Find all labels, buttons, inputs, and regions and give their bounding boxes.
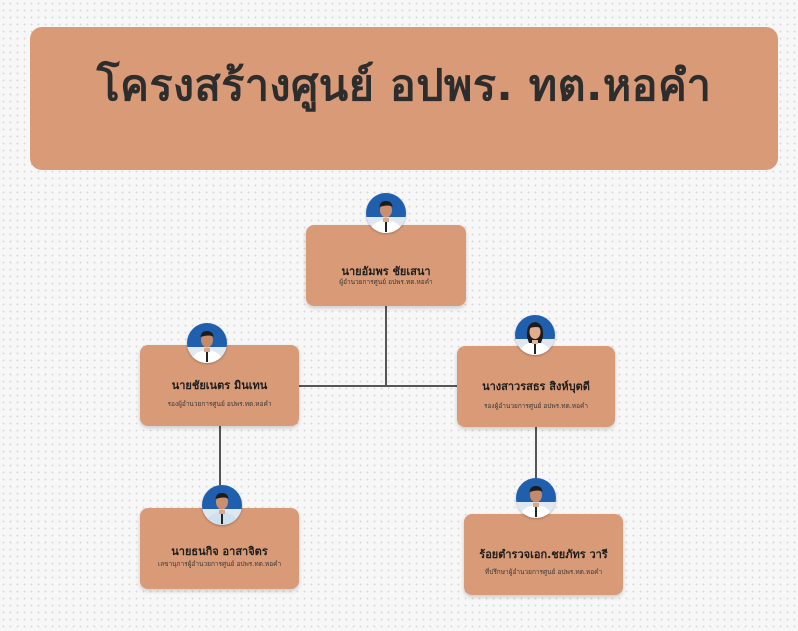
person-name: นายอัมพร ชัยเสนา — [341, 265, 431, 278]
person-photo-icon — [515, 315, 555, 355]
person-role: ที่ปรึกษาผู้อำนวยการศูนย์ อปพร.ทต.หอคำ — [484, 568, 603, 576]
person-name: นางสาวรสธร สิงห์บุตดี — [482, 380, 590, 393]
person-photo-icon — [516, 478, 556, 518]
person-role: ผู้อำนวยการศูนย์ อปพร.ทต.หอคำ — [339, 278, 433, 286]
person-name: ร้อยตำรวจเอก.ชยภัทร วารี — [479, 548, 608, 561]
connector-left-down — [219, 426, 221, 508]
connector-horizontal-bar — [299, 385, 457, 387]
person-photo-icon — [366, 193, 406, 233]
person-name: นายธนกิจ อาสาจิตร — [171, 545, 268, 558]
person-photo-icon — [187, 323, 227, 363]
connector-director-down — [385, 306, 387, 386]
connector-right-down — [535, 427, 537, 514]
title-banner: โครงสร้างศูนย์ อปพร. ทต.หอคำ — [30, 27, 778, 170]
person-role: เลขานุการผู้อำนวยการศูนย์ อปพร.ทต.หอคำ — [157, 560, 282, 568]
person-photo-icon — [202, 485, 242, 525]
org-card-advisor: ร้อยตำรวจเอก.ชยภัทร วารี ที่ปรึกษาผู้อำน… — [464, 514, 623, 595]
person-role: รองผู้อำนวยการศูนย์ อปพร.ทต.หอคำ — [484, 402, 588, 410]
person-name: นายชัยเนตร มินเทน — [171, 379, 268, 392]
page-title: โครงสร้างศูนย์ อปพร. ทต.หอคำ — [96, 61, 712, 111]
org-card-deputy-right: นางสาวรสธร สิงห์บุตดี รองผู้อำนวยการศูนย… — [457, 346, 615, 427]
person-role: รองผู้อำนวยการศูนย์ อปพร.ทต.หอคำ — [167, 400, 272, 408]
org-card-deputy-left: นายชัยเนตร มินเทน รองผู้อำนวยการศูนย์ อป… — [140, 345, 299, 426]
org-card-director: นายอัมพร ชัยเสนา ผู้อำนวยการศูนย์ อปพร.ท… — [306, 225, 466, 306]
org-card-secretary: นายธนกิจ อาสาจิตร เลขานุการผู้อำนวยการศู… — [140, 508, 299, 589]
